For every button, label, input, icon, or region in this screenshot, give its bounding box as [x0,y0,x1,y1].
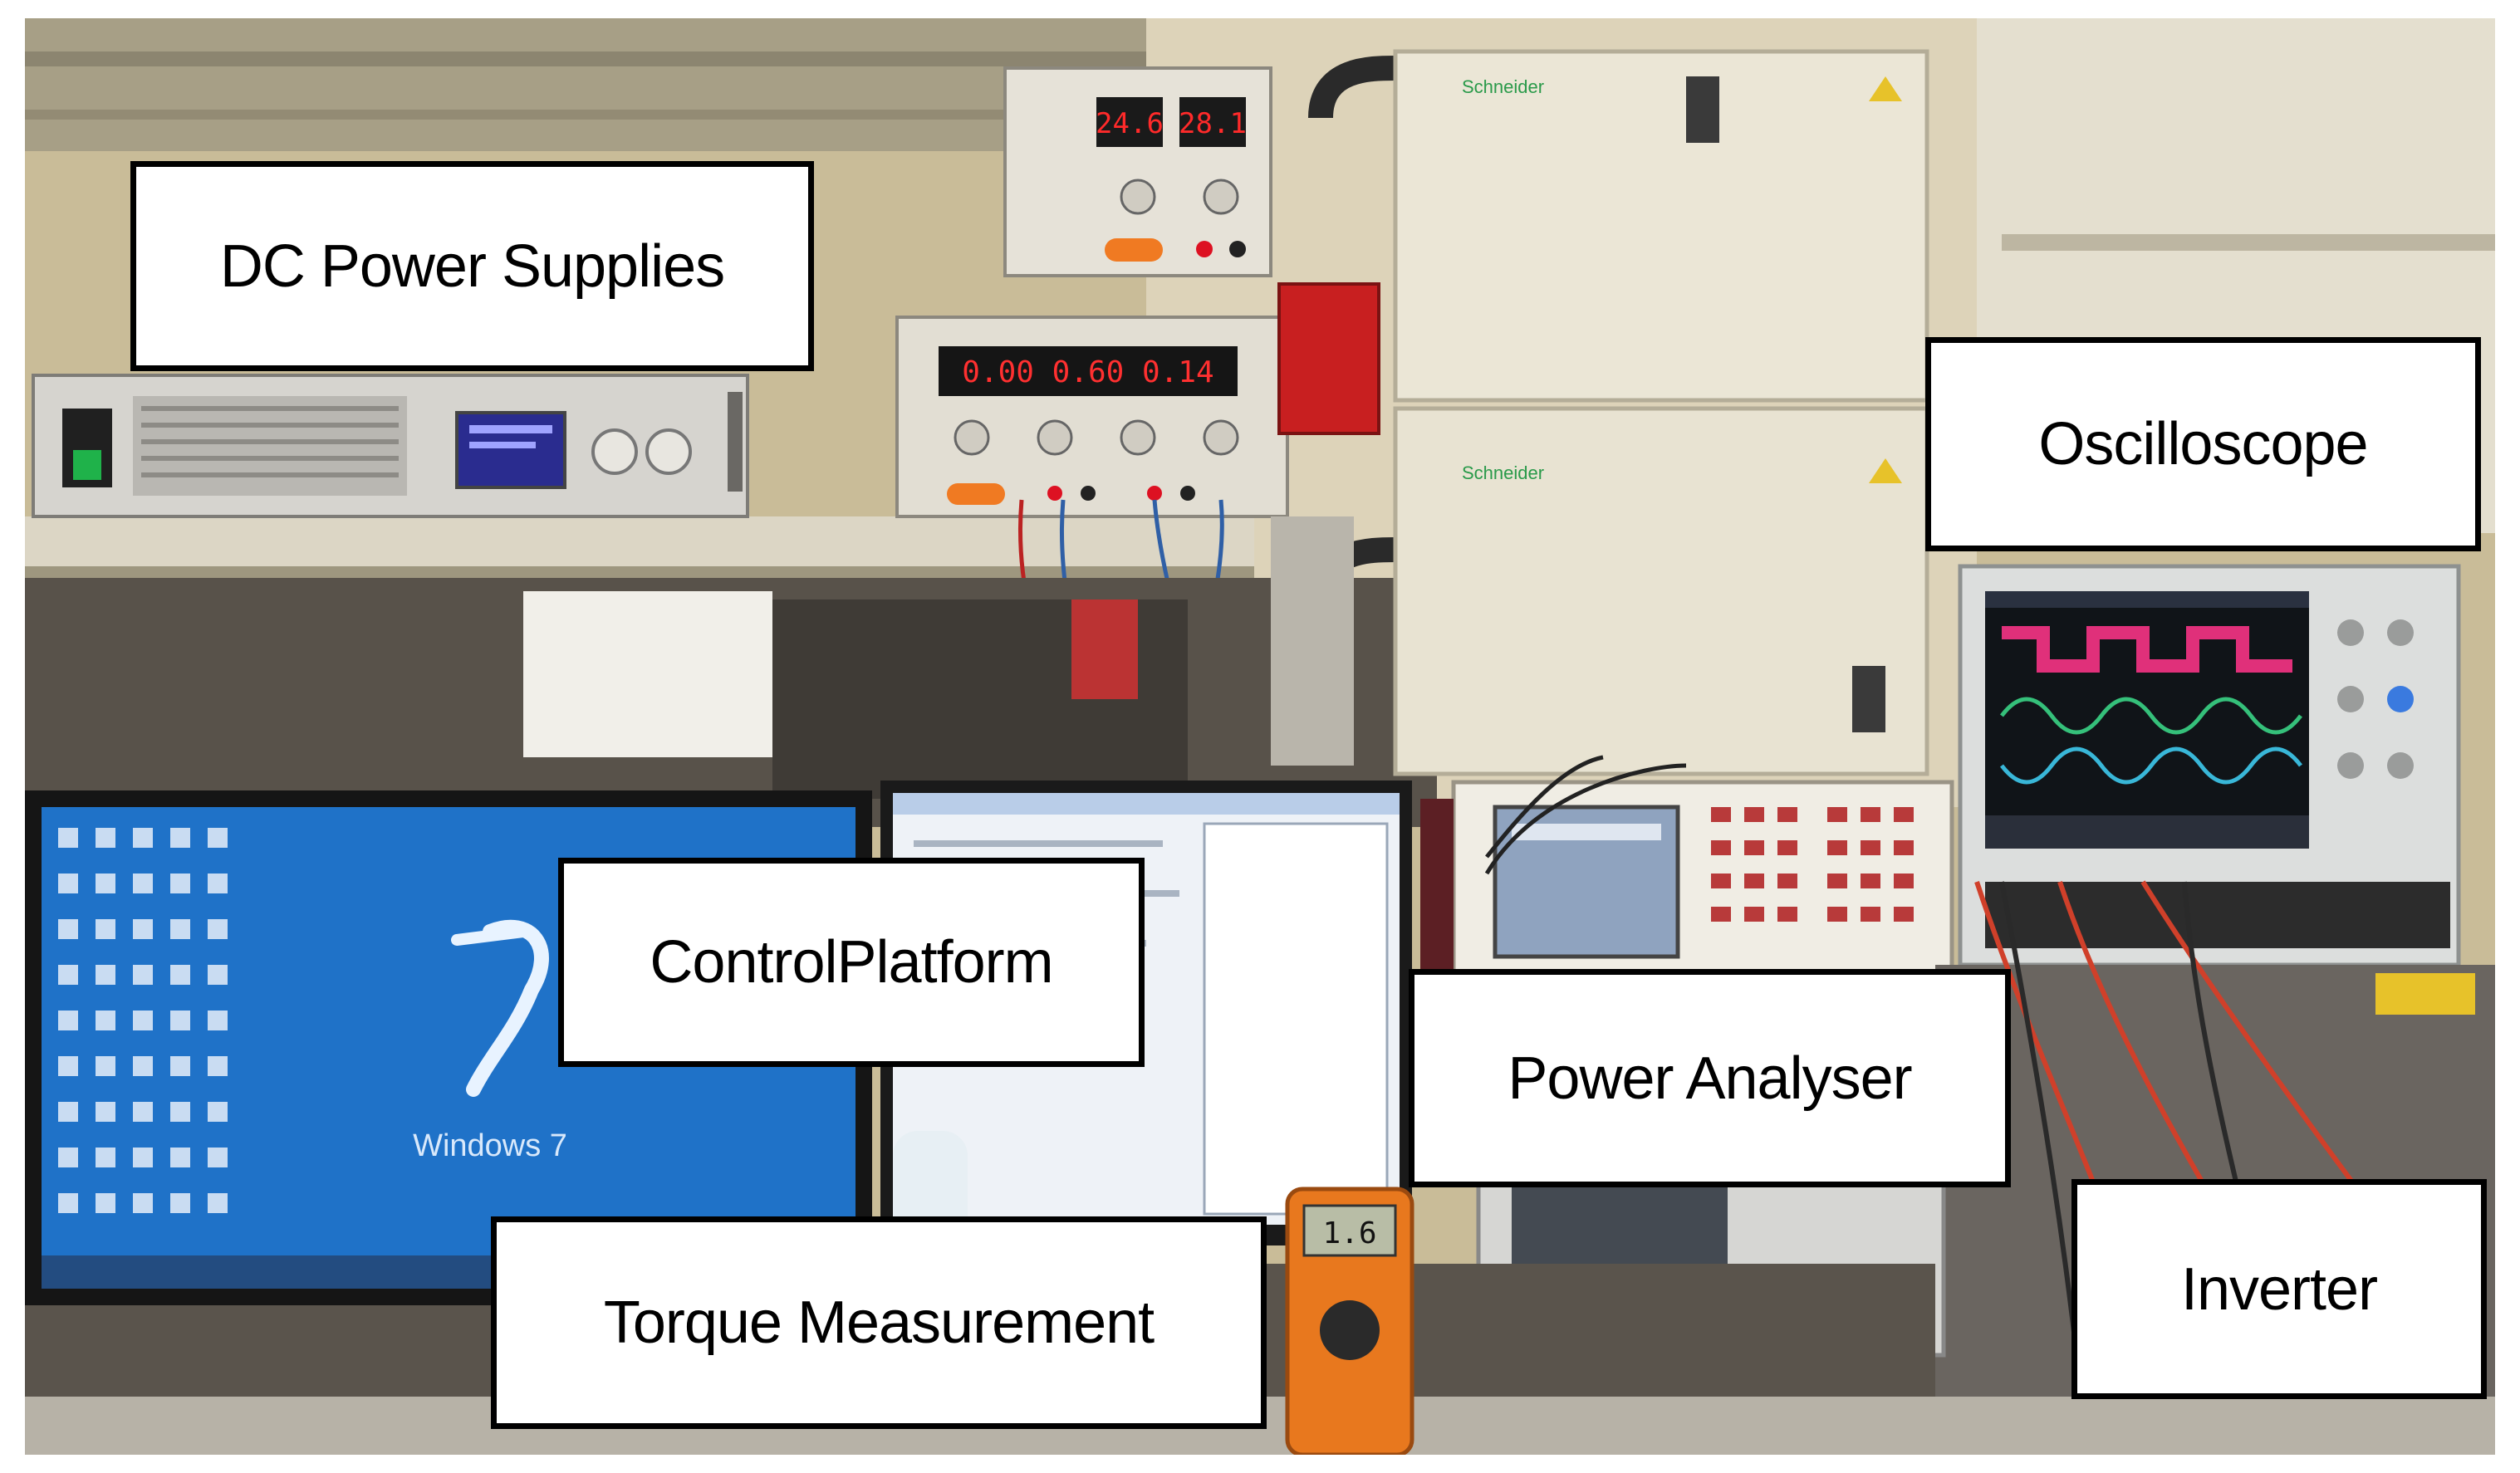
svg-text:Schneider: Schneider [1462,462,1544,483]
programmable-power-supply [32,374,749,518]
svg-text:Schneider: Schneider [1462,76,1544,97]
label-inverter-text: Inverter [2180,1255,2378,1323]
svg-text:24.6: 24.6 [1096,107,1164,140]
label-control-platform-text: ControlPlatform [650,929,1053,996]
label-dc-power-supplies-text: DC Power Supplies [219,232,725,300]
label-inverter: Inverter [2071,1179,2487,1399]
bench-psu-bottom: 0.00 0.60 0.14 [895,316,1289,518]
multimeter-device: 1.6 [1285,1187,1414,1455]
label-dc-power-supplies: DC Power Supplies [130,161,814,371]
svg-text:28.1: 28.1 [1179,107,1247,140]
power-analyser-unit [1451,755,1954,992]
windows-version-text: Windows 7 [413,1128,567,1163]
shelf [25,516,1254,578]
label-oscilloscope: Oscilloscope [1925,337,2481,551]
label-power-analyser: Power Analyser [1409,969,2011,1187]
label-oscilloscope-text: Oscilloscope [2038,411,2368,477]
lab-setup-photo: 24.6 28.1 0.00 0.60 0.14 [25,18,2495,1455]
svg-text:0.00 0.60 0.14: 0.00 0.60 0.14 [962,355,1213,389]
svg-text:1.6: 1.6 [1322,1216,1376,1250]
bench-psu-top: 24.6 28.1 [1003,66,1272,277]
label-power-analyser-text: Power Analyser [1508,1045,1912,1112]
oscilloscope-device [1958,564,2461,967]
label-torque-measurement: Torque Measurement [491,1216,1267,1429]
label-control-platform: ControlPlatform [558,858,1145,1067]
electrical-cabinet: Schneider Schneider [1393,49,1929,776]
label-torque-measurement-text: Torque Measurement [603,1289,1155,1356]
